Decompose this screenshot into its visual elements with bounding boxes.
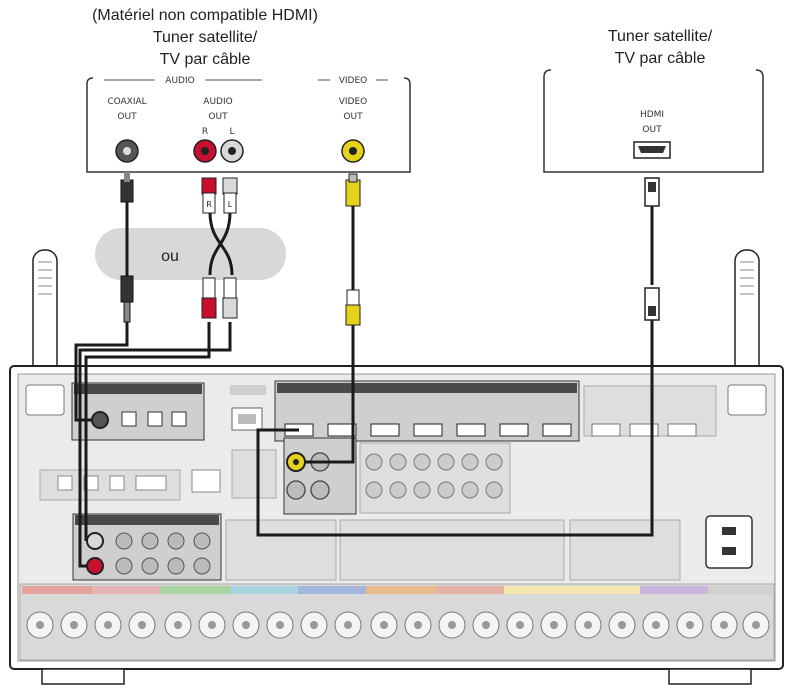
hdmi-input-panel [274,380,580,442]
hdmi-plugs [644,177,660,321]
coaxial-label: COAXIAL [107,97,146,107]
power-inlet [705,515,753,569]
plug-l-label: L [228,200,233,209]
coaxial-plugs [120,172,134,323]
av-receiver-rear-panel [9,365,784,685]
right-source-device: HDMI OUT [543,69,764,173]
hdmi-label: HDMI [640,110,664,120]
audio-rca-cable [78,211,234,568]
coaxial-jack [115,139,139,163]
video-out-label: VIDEO [339,97,368,107]
video-cable [305,206,355,464]
l-label: L [229,127,234,137]
left-device-name-line1: Tuner satellite/ [152,29,258,46]
or-label: ou [161,248,179,265]
video-input-panel [283,437,357,515]
plug-r-label: R [206,200,212,209]
or-indicator: ou [95,228,286,280]
audio-section-label: AUDIO [165,76,194,86]
r-label: R [202,127,208,137]
speaker-terminals [19,583,775,661]
audio-r-jack [193,139,217,163]
coaxial-out-label: OUT [117,112,137,122]
right-device-name-line2: TV par câble [614,50,706,67]
right-device-name-line1: Tuner satellite/ [607,28,713,45]
video-plugs [345,173,361,326]
left-source-device: AUDIO VIDEO COAXIAL OUT AUDIO OUT R L VI… [86,76,411,173]
hdmi-out-label: OUT [642,125,662,135]
audio-l-jack [220,139,244,163]
video-section-label: VIDEO [339,76,368,86]
audio-out-label: AUDIO [203,97,232,107]
digital-audio-input-panel [71,382,205,441]
video-jack [341,139,365,163]
analog-audio-input-panel [72,513,222,581]
left-device-note: (Matériel non compatible HDMI) [92,7,318,24]
left-device-name-line2: TV par câble [159,51,251,68]
hdmi-port-icon [633,141,671,159]
hdmi-cable [256,205,654,537]
audio-rca-plugs: R L [201,177,238,319]
video-out-label-2: OUT [343,112,363,122]
audio-out-label-2: OUT [208,112,228,122]
